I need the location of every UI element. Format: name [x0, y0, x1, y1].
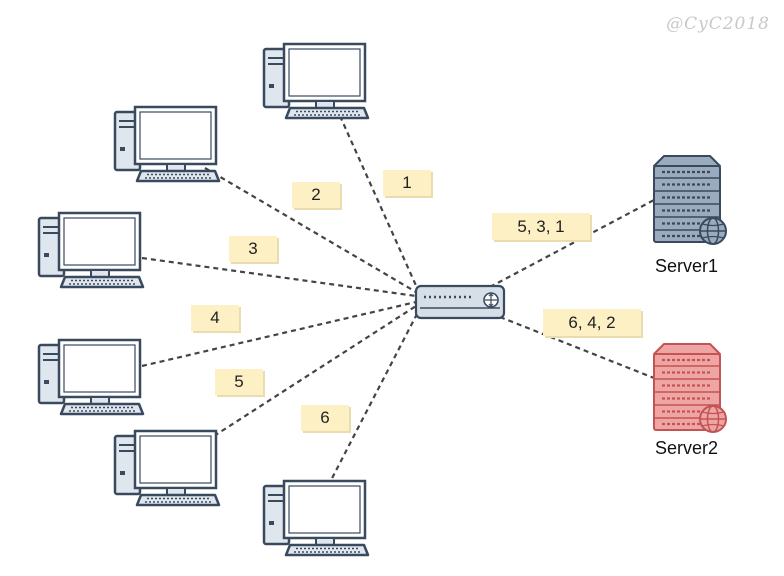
server-2-label: Server2 [655, 438, 719, 458]
note-server-2-link: 6, 4, 2 [543, 309, 641, 336]
client-computer-6 [262, 479, 370, 557]
note-client-2: 2 [292, 182, 340, 208]
client-computer-2 [113, 105, 221, 183]
watermark: @CyC2018 [666, 14, 770, 34]
link-client-6 [327, 311, 419, 487]
client-computer-4 [37, 338, 145, 416]
note-server-1-link: 5, 3, 1 [492, 213, 590, 240]
note-client-5: 5 [215, 369, 263, 395]
note-client-6: 6 [301, 405, 349, 431]
network-switch-icon [414, 284, 506, 320]
link-client-5 [213, 305, 417, 437]
note-client-1: 1 [383, 170, 431, 196]
server-links [489, 199, 655, 380]
client-computer-1 [262, 42, 370, 120]
client-links [141, 115, 420, 487]
client-computer-5 [113, 429, 221, 507]
server-1-icon [652, 154, 728, 246]
server-1-label: Server1 [655, 256, 719, 276]
link-client-1 [338, 115, 420, 291]
note-client-4: 4 [191, 305, 239, 331]
link-client-3 [141, 256, 417, 298]
server-2-icon [652, 342, 728, 434]
link-server-1 [489, 199, 655, 288]
link-client-2 [204, 167, 417, 293]
link-client-4 [141, 300, 417, 368]
note-client-3: 3 [229, 236, 277, 262]
link-server-2 [499, 315, 655, 380]
client-computer-3 [37, 211, 145, 289]
